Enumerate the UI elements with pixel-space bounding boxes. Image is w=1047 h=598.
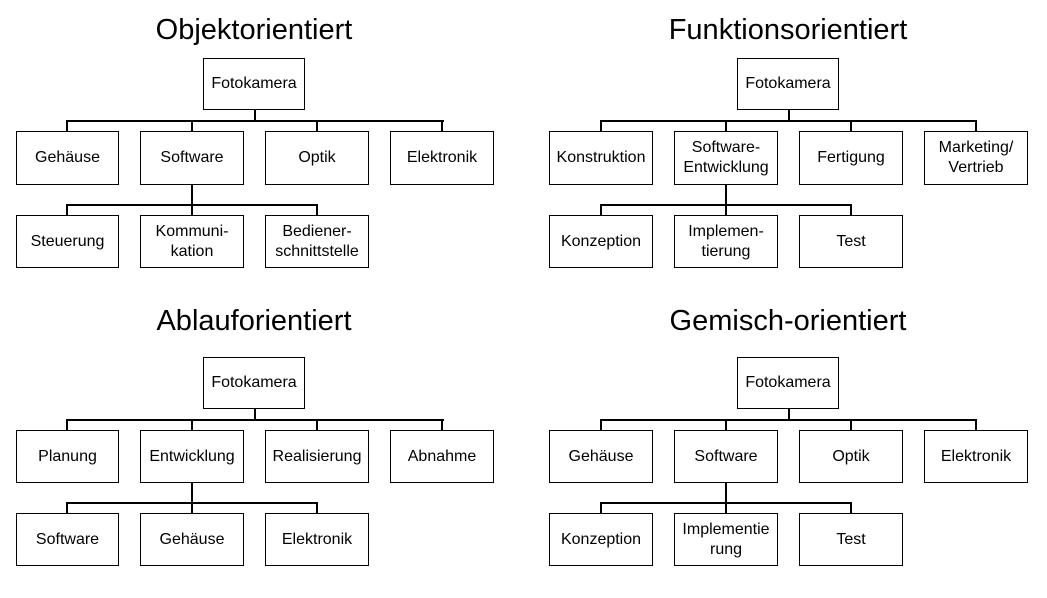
level1-node: Gehäuse [16, 131, 119, 185]
level1-node: Optik [265, 131, 369, 185]
level2-node: Implemen- tierung [674, 215, 778, 268]
connector-line [66, 502, 68, 513]
level1-node: Elektronik [390, 131, 494, 185]
connector-line [600, 204, 602, 215]
level1-node: Gehäuse [549, 430, 653, 483]
root-node: Fotokamera [203, 58, 305, 110]
level1-node: Planung [16, 430, 119, 483]
level2-node: Test [799, 215, 903, 268]
connector-line [850, 419, 852, 430]
level1-node: Software [674, 430, 778, 483]
connector-line [788, 409, 790, 419]
level1-node: Realisierung [265, 430, 369, 483]
connector-line [788, 110, 790, 120]
connector-line [725, 204, 727, 215]
connector-line [725, 419, 727, 430]
connector-line [600, 120, 977, 122]
connector-line [316, 419, 318, 430]
connector-line [441, 419, 443, 430]
connector-line [191, 204, 193, 215]
connector-line [725, 502, 727, 513]
connector-line [850, 120, 852, 131]
panel-title: Objektorientiert [155, 14, 353, 46]
level2-node: Gehäuse [140, 513, 244, 566]
level2-node: Konzeption [549, 513, 653, 566]
root-node: Fotokamera [203, 357, 305, 409]
connector-line [191, 419, 193, 430]
connector-line [254, 110, 256, 120]
connector-line [725, 185, 727, 204]
level1-node: Software- Entwicklung [674, 131, 778, 185]
connector-line [191, 502, 193, 513]
connector-line [600, 419, 602, 430]
panel-title: Funktionsorientiert [668, 14, 908, 46]
connector-line [850, 502, 852, 513]
level2-node: Test [799, 513, 903, 566]
panel-title: Gemisch-orientiert [669, 305, 907, 337]
root-node: Fotokamera [737, 58, 839, 110]
level1-node: Elektronik [924, 430, 1028, 483]
connector-line [316, 120, 318, 131]
root-node: Fotokamera [737, 357, 839, 409]
connector-line [975, 419, 977, 430]
connector-line [191, 185, 193, 204]
level1-node: Software [140, 131, 244, 185]
connector-line [600, 120, 602, 131]
connector-line [66, 120, 444, 122]
connector-line [600, 419, 977, 421]
level2-node: Elektronik [265, 513, 369, 566]
level1-node: Entwicklung [140, 430, 244, 483]
level1-node: Abnahme [390, 430, 494, 483]
connector-line [600, 502, 602, 513]
level2-node: Konzeption [549, 215, 653, 268]
level2-node: Steuerung [16, 215, 119, 268]
level1-node: Optik [799, 430, 903, 483]
level2-node: Implementie rung [674, 513, 778, 566]
connector-line [850, 204, 852, 215]
level1-node: Marketing/ Vertrieb [924, 131, 1028, 185]
connector-line [254, 409, 256, 419]
connector-line [316, 204, 318, 215]
panel-title: Ablauforientiert [156, 305, 352, 337]
connector-line [725, 120, 727, 131]
connector-line [66, 419, 444, 421]
connector-line [66, 120, 68, 131]
connector-line [725, 483, 727, 502]
connector-line [975, 120, 977, 131]
level1-node: Fertigung [799, 131, 903, 185]
level2-node: Software [16, 513, 119, 566]
connector-line [66, 204, 68, 215]
connector-line [191, 483, 193, 502]
connector-line [191, 120, 193, 131]
level2-node: Bediener- schnittstelle [265, 215, 369, 268]
level2-node: Kommuni- kation [140, 215, 244, 268]
level1-node: Konstruktion [549, 131, 653, 185]
connector-line [66, 419, 68, 430]
connector-line [316, 502, 318, 513]
connector-line [441, 120, 443, 131]
